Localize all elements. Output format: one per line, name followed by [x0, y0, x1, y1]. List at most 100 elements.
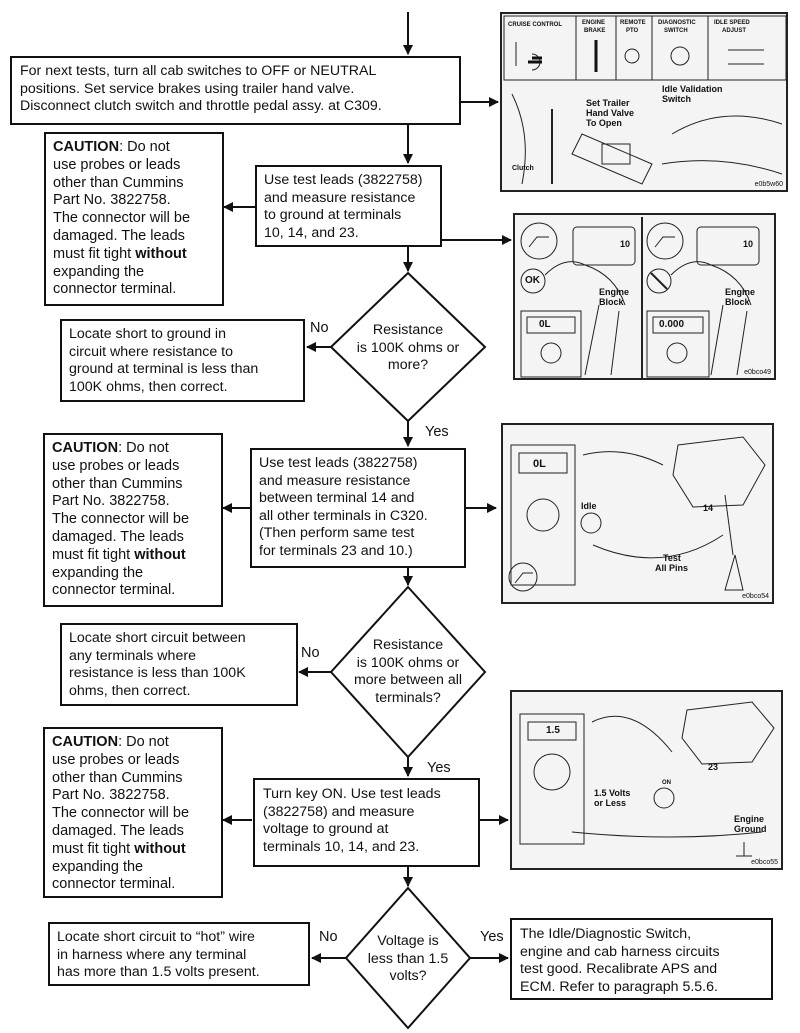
step1-line: 10, 14, and 23. — [264, 224, 359, 241]
caution-emphasis: without — [135, 245, 187, 262]
step1-resistance-to-ground-box: Use test leads (3822758) and measure res… — [255, 165, 442, 247]
step2-resistance-between-terminals-box: Use test leads (3822758) and measure res… — [250, 448, 466, 568]
caution-text: use probes or leads — [53, 156, 181, 173]
decision3-no-label: No — [319, 929, 338, 945]
caution-text: connector terminal. — [52, 582, 176, 599]
step2-line: for terminals 23 and 10.) — [259, 542, 413, 559]
fail3-line: has more than 1.5 volts present. — [57, 964, 260, 980]
decision2-no-label: No — [301, 645, 320, 661]
caution-box-1: CAUTION: Do not use probes or leads othe… — [44, 132, 224, 306]
fail1-short-to-ground-box: Locate short to ground in circuit where … — [60, 319, 305, 402]
decision2-line: Resistance — [372, 637, 444, 653]
caution-text: Part No. 3822758. — [52, 493, 170, 510]
fig4-on-label: ON — [662, 780, 671, 786]
figure-resistance-between-terminals: 0L Idle Test All Pins 14 e0bco54 — [501, 423, 774, 604]
fail2-line: Locate short circuit between — [69, 630, 246, 646]
fig4-volts-label: 1.5 Volts — [594, 788, 631, 798]
fig1-header-brake: BRAKE — [584, 28, 606, 34]
fig1-header-engine: ENGINE — [582, 20, 606, 26]
fig2-engine-label: Engine — [599, 287, 630, 297]
caution-text: connector terminal. — [52, 876, 176, 893]
fig3-code: e0bco54 — [742, 593, 769, 600]
caution-box-2: CAUTION: Do not use probes or leads othe… — [43, 433, 223, 607]
caution-text: Part No. 3822758. — [53, 192, 171, 209]
step2-line: Use test leads (3822758) — [259, 455, 418, 471]
decision3-yes-label: Yes — [480, 929, 504, 945]
fig1-header-adjust: ADJUST — [722, 28, 747, 34]
fig1-label-to-open: To Open — [586, 118, 622, 128]
meter-voltage-illustration — [519, 701, 775, 857]
fail1-line: Locate short to ground in — [69, 326, 226, 342]
caution-text: The connector will be — [52, 511, 190, 528]
caution-text: must fit tight — [53, 245, 136, 262]
fig1-header-pto: PTO — [626, 28, 639, 34]
decision1-yes-label: Yes — [425, 424, 449, 440]
decision2-yes-label: Yes — [427, 760, 451, 776]
caution-text: other than Cummins — [52, 769, 183, 786]
fig1-header-diagnostic: DIAGNOSTIC — [658, 20, 696, 26]
caution-text: other than Cummins — [52, 475, 183, 492]
meter-terminals-illustration — [508, 436, 766, 592]
caution-emphasis: without — [134, 840, 186, 857]
fail2-line: any terminals where — [69, 647, 196, 664]
pass-line: engine and cab harness circuits — [520, 943, 720, 960]
figure-voltage-to-ground: 1.5 1.5 Volts or Less Engine Ground 23 O… — [510, 690, 783, 870]
fig2-block-label: Block — [599, 297, 624, 307]
intro-line: Disconnect clutch switch and throttle pe… — [20, 98, 382, 114]
fig1-header-remote: REMOTE — [620, 20, 646, 26]
fig1-code: e0b5w60 — [754, 181, 783, 188]
caution-text: damaged. The leads — [52, 822, 184, 839]
caution-label: CAUTION — [52, 440, 119, 456]
decision1-no-label: No — [310, 320, 329, 336]
fig3-test-label: Test — [663, 553, 681, 563]
intro-line: positions. Set service brakes using trai… — [20, 80, 355, 97]
fig4-reading: 1.5 — [546, 725, 560, 736]
caution-text: Part No. 3822758. — [52, 787, 170, 804]
decision3-line: volts? — [389, 968, 427, 984]
caution-label: CAUTION — [53, 139, 120, 155]
caution-text: : Do not — [118, 734, 169, 750]
step2-line: (Then perform same test — [259, 525, 415, 541]
step3-line: voltage to ground at — [263, 821, 389, 837]
caution-text: must fit tight — [52, 840, 135, 857]
fig1-label-set-trailer: Set Trailer — [586, 98, 630, 108]
caution-text: expanding the — [52, 858, 144, 875]
pass-line: The Idle/Diagnostic Switch, — [520, 926, 692, 942]
fig3-idle-label: Idle — [581, 501, 597, 511]
step1-line: to ground at terminals — [264, 207, 402, 223]
fig2-reading-fail: 0.000 — [659, 319, 685, 330]
fig3-terminal-14-label: 14 — [703, 503, 714, 513]
caution-text: use probes or leads — [52, 457, 180, 474]
fail2-line: ohms, then correct. — [69, 682, 191, 699]
fig4-terminal-23-label: 23 — [708, 762, 719, 772]
caution-text: The connector will be — [53, 210, 191, 227]
step3-line: terminals 10, 14, and 23. — [263, 838, 420, 855]
decision2-line: is 100K ohms or — [356, 654, 460, 671]
pass-result-box: The Idle/Diagnostic Switch, engine and c… — [510, 918, 773, 1000]
caution-text: connector terminal. — [53, 281, 177, 298]
decision3-diamond — [344, 886, 472, 1030]
caution-box-3: CAUTION: Do not use probes or leads othe… — [43, 727, 223, 898]
cab-panel-illustration — [503, 15, 786, 185]
intro-instructions-box: For next tests, turn all cab switches to… — [10, 56, 461, 125]
pass-line: test good. Recalibrate APS and — [520, 961, 718, 977]
fig1-label-idle-validation: Idle Validation — [662, 84, 723, 94]
fail2-line: resistance is less than 100K — [69, 665, 246, 681]
decision2-line: terminals? — [375, 689, 441, 706]
fig2-block-label-right: Block — [725, 297, 750, 307]
fig1-header-cruise-control: CRUISE CONTROL — [508, 22, 562, 28]
fig4-ground-label: Ground — [734, 824, 767, 834]
fig1-label-hand-valve: Hand Valve — [586, 108, 635, 118]
fig1-label-switch: Switch — [662, 94, 692, 104]
decision1-text: Resistance is 100K ohms or more? — [338, 322, 478, 375]
caution-text: The connector will be — [52, 805, 190, 822]
decision3-line: Voltage is — [377, 933, 439, 949]
intro-line: For next tests, turn all cab switches to… — [20, 63, 377, 79]
fail1-line: 100K ohms, then correct. — [69, 378, 228, 395]
step2-line: between terminal 14 and — [259, 490, 415, 506]
decision1-line: more? — [387, 357, 429, 373]
fail3-line: in harness where any terminal — [57, 946, 247, 963]
decision2-line: more between all — [353, 672, 463, 688]
step2-line: all other terminals in C320. — [259, 507, 428, 524]
